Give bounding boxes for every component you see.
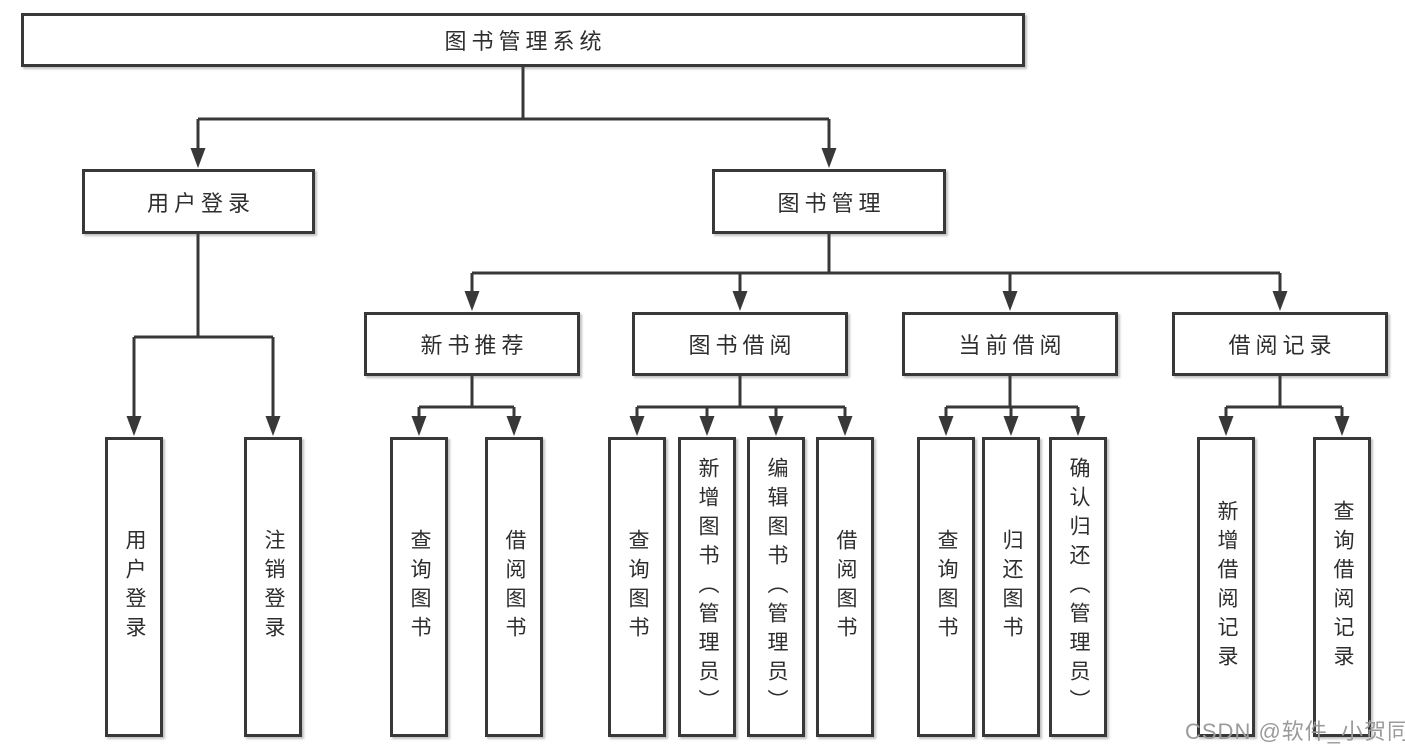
leaf-confirm-return-admin: 确认归还（管理员） bbox=[1049, 437, 1107, 737]
leaf-return-books: 归还图书 bbox=[982, 437, 1040, 737]
leaf-logout: 注销登录 bbox=[244, 437, 302, 737]
leaf-borrow-books-borrowing: 借阅图书 bbox=[816, 437, 874, 737]
node-book-management: 图书管理 bbox=[712, 169, 946, 234]
arrowheads bbox=[126, 148, 1350, 436]
leaf-edit-book-admin: 编辑图书（管理员） bbox=[747, 437, 805, 737]
node-user-login: 用户登录 bbox=[82, 169, 315, 234]
leaf-add-book-admin: 新增图书（管理员） bbox=[678, 437, 736, 737]
node-book-borrowing: 图书借阅 bbox=[632, 312, 848, 376]
leaf-query-books-recommend: 查询图书 bbox=[390, 437, 448, 737]
csdn-watermark: CSDN @软件_小贺同学 bbox=[1185, 719, 1405, 744]
node-library-management-system: 图书管理系统 bbox=[21, 13, 1025, 67]
node-current-borrowing: 当前借阅 bbox=[902, 312, 1118, 376]
leaf-query-books-borrowing: 查询图书 bbox=[608, 437, 666, 737]
node-new-book-recommendation: 新书推荐 bbox=[364, 312, 580, 376]
leaf-query-books-current: 查询图书 bbox=[917, 437, 975, 737]
connector-paths bbox=[132, 67, 1344, 421]
leaf-user-login: 用户登录 bbox=[105, 437, 163, 737]
leaf-query-borrow-record: 查询借阅记录 bbox=[1313, 437, 1371, 737]
leaf-add-borrow-record: 新增借阅记录 bbox=[1197, 437, 1255, 737]
node-borrowing-records: 借阅记录 bbox=[1172, 312, 1388, 376]
leaf-borrow-books-recommend: 借阅图书 bbox=[485, 437, 543, 737]
